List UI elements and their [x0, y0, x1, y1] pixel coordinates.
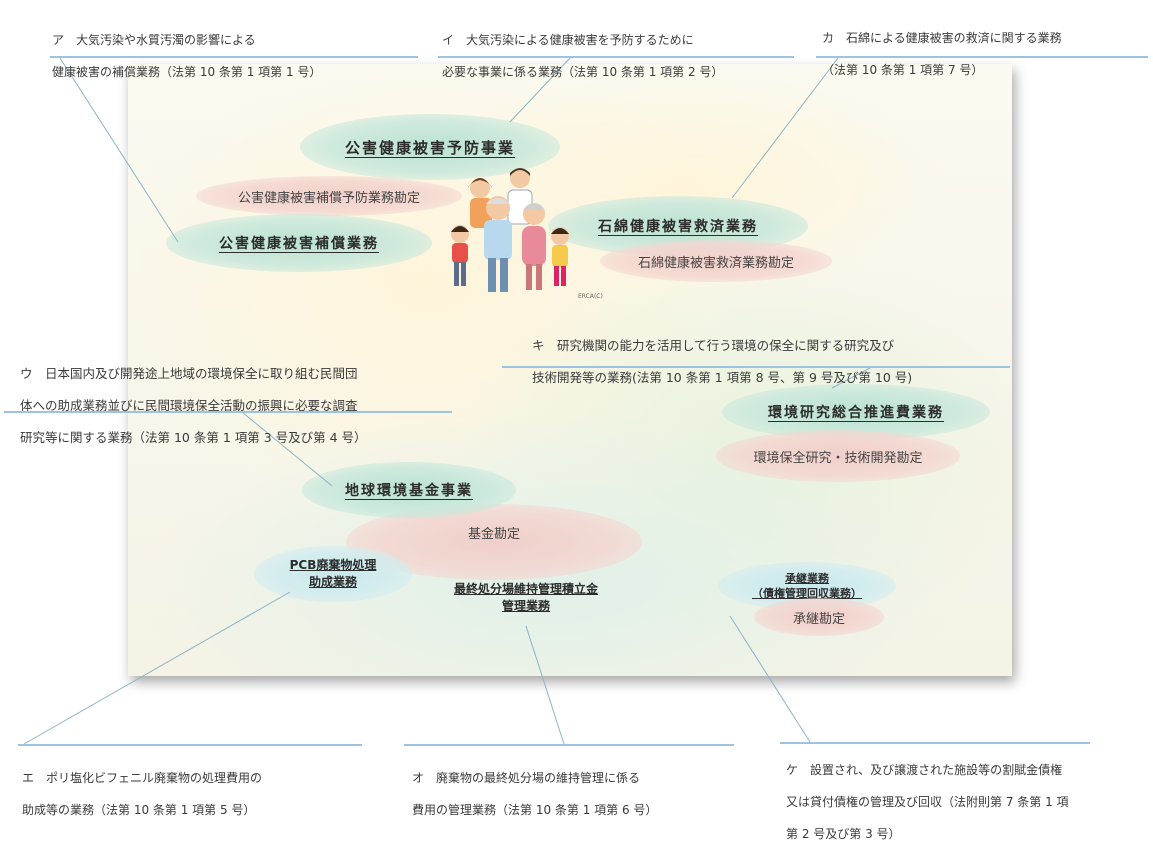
annotation-ki-line1: キ 研究機関の能力を活用して行う環境の保全に関する研究及び [532, 338, 895, 353]
asbestos-account-bubble: 石綿健康被害救済業務勘定 [600, 240, 832, 282]
asbestos-label: 石綿健康被害救済業務 [598, 219, 758, 235]
succession-account-label: 承継勘定 [792, 611, 845, 627]
research-label: 環境研究総合推進費業務 [768, 405, 944, 421]
pcb-bubble: PCB廃棄物処理 助成業務 [254, 546, 412, 602]
annotation-ke-line1: ケ 設置され、及び譲渡された施設等の割賦金債権 [786, 763, 1063, 777]
annotation-ka: カ 石綿による健康被害の救済に関する業務 （法第 10 条第 1 項第 7 号） [822, 14, 1062, 94]
annotation-a-rule [50, 56, 418, 58]
pcb-label-line1: PCB廃棄物処理 [289, 558, 377, 572]
annotation-ke-rule [780, 742, 1090, 744]
annotation-u: ウ 日本国内及び開発途上地域の環境保全に取り組む民間団 体への助成業務並びに民間… [20, 350, 367, 462]
annotation-u-line2: 体への助成業務並びに民間環境保全活動の振興に必要な調査 [20, 398, 358, 413]
annotation-ki: キ 研究機関の能力を活用して行う環境の保全に関する研究及び 技術開発等の業務(法… [532, 322, 912, 402]
annotation-o-rule [404, 744, 734, 746]
fund-account-label: 基金勘定 [467, 526, 520, 542]
compensation-label: 公害健康被害補償業務 [219, 236, 379, 252]
prevention-account-bubble: 公害健康被害補償予防業務勘定 [196, 176, 462, 216]
annotation-ka-line2: （法第 10 条第 1 項第 7 号） [822, 63, 984, 77]
annotation-e-line2: 助成等の業務（法第 10 条第 1 項第 5 号） [22, 803, 256, 817]
annotation-u-line3: 研究等に関する業務（法第 10 条第 1 項第 3 号及び第 4 号） [20, 430, 367, 445]
annotation-a-line1: ア 大気汚染や水質汚濁の影響による [52, 33, 256, 47]
landfill-bubble: 最終処分場維持管理積立金 管理業務 [408, 572, 644, 624]
prevention-account-label: 公害健康被害補償予防業務勘定 [237, 190, 420, 206]
annotation-u-line1: ウ 日本国内及び開発途上地域の環境保全に取り組む民間団 [20, 366, 358, 381]
fund-label: 地球環境基金事業 [345, 483, 473, 499]
annotation-e: エ ポリ塩化ビフェニル廃棄物の処理費用の 助成等の業務（法第 10 条第 1 項… [22, 754, 262, 834]
annotation-i-rule [438, 56, 794, 58]
asbestos-account-label: 石綿健康被害救済業務勘定 [637, 255, 794, 271]
annotation-e-rule [18, 744, 362, 746]
annotation-o-line1: オ 廃棄物の最終処分場の維持管理に係る [412, 771, 641, 785]
annotation-ki-rule [502, 366, 1010, 368]
illustration-credit: ERCA(C) [578, 293, 603, 300]
pcb-label-line2: 助成業務 [308, 575, 357, 589]
annotation-a-line2: 健康被害の補償業務（法第 10 条第 1 項第 1 号） [52, 65, 322, 79]
annotation-i-line1: イ 大気汚染による健康被害を予防するために [442, 33, 694, 47]
succession-label-line1: 承継業務 [785, 572, 829, 585]
annotation-o: オ 廃棄物の最終処分場の維持管理に係る 費用の管理業務（法第 10 条第 1 項… [412, 754, 657, 834]
annotation-ki-line2: 技術開発等の業務(法第 10 条第 1 項第 8 号、第 9 号及び第 10 号… [532, 370, 913, 385]
compensation-bubble: 公害健康被害補償業務 [166, 214, 432, 272]
family-illustration [451, 168, 569, 292]
annotation-ke-line3: 第 2 号及び第 3 号） [786, 827, 901, 841]
research-account-label: 環境保全研究・技術開発勘定 [753, 450, 923, 466]
landfill-label-line1: 最終処分場維持管理積立金 [453, 582, 598, 596]
landfill-label-line2: 管理業務 [501, 599, 550, 613]
research-account-bubble: 環境保全研究・技術開発勘定 [716, 430, 960, 482]
annotation-ka-rule [816, 56, 1148, 58]
annotation-e-line1: エ ポリ塩化ビフェニル廃棄物の処理費用の [22, 771, 263, 785]
annotation-ke: ケ 設置され、及び譲渡された施設等の割賦金債権 又は貸付債権の管理及び回収（法附… [786, 746, 1069, 858]
succession-account-bubble: 承継勘定 [754, 598, 884, 636]
annotation-o-line2: 費用の管理業務（法第 10 条第 1 項第 6 号） [412, 803, 658, 817]
annotation-ke-line2: 又は貸付債権の管理及び回収（法附則第 7 条第 1 項 [786, 795, 1069, 809]
annotation-i-line2: 必要な事業に係る業務（法第 10 条第 1 項第 2 号） [442, 65, 724, 79]
research-bubble: 環境研究総合推進費業務 [722, 384, 990, 440]
prevention-label: 公害健康被害予防事業 [344, 138, 515, 157]
succession-label-line2: （債権管理回収業務） [752, 587, 862, 600]
annotation-u-rule [4, 411, 452, 413]
annotation-ka-line1: カ 石綿による健康被害の救済に関する業務 [822, 31, 1062, 45]
fund-bubble: 地球環境基金事業 [302, 462, 516, 518]
